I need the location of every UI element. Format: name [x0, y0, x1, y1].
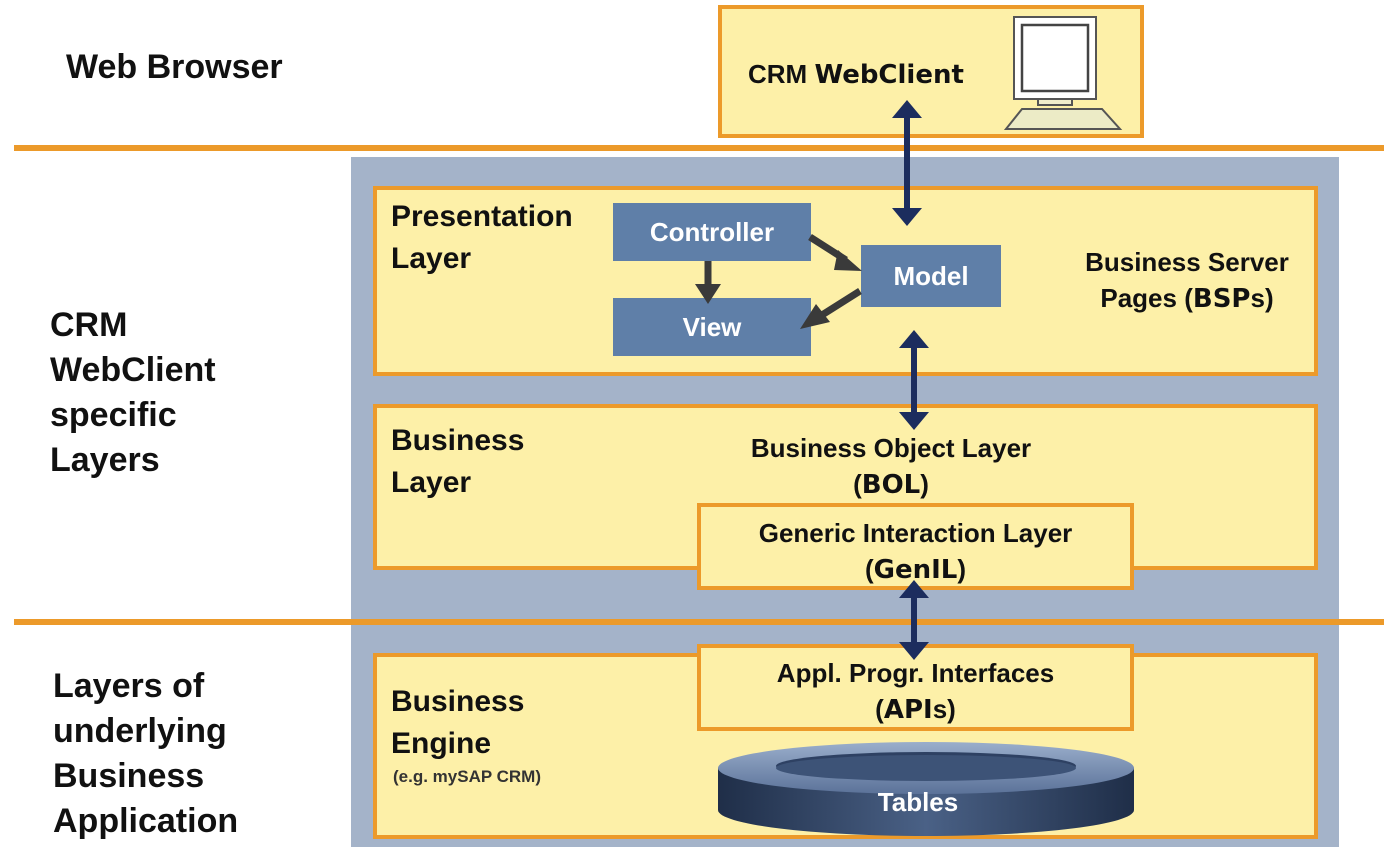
- title-line: Business: [391, 424, 525, 457]
- bol-line1: Business Object Layer: [750, 433, 1032, 463]
- underlying-layers-line: underlying: [53, 712, 227, 750]
- bol-close: ): [920, 469, 929, 499]
- bol-line2: (BOL): [711, 466, 1071, 503]
- webclient-box: CRM WebClient: [718, 5, 1144, 138]
- api-label: Appl. Progr. Interfaces (APIs): [701, 655, 1130, 728]
- api-box: Appl. Progr. Interfaces (APIs): [697, 644, 1134, 731]
- genil-line1: Generic Interaction Layer: [758, 518, 1073, 548]
- web-browser-label: Web Browser: [66, 48, 283, 86]
- api-line2: (APIs): [701, 691, 1130, 728]
- genil-box: Generic Interaction Layer (GenIL): [697, 503, 1134, 590]
- bol-open: (: [853, 469, 862, 499]
- genil-line2: (GenIL): [701, 551, 1130, 588]
- underlying-layers-label: Layers of underlying Business Applicatio…: [53, 664, 238, 844]
- underlying-layers-line: Layers of: [53, 667, 205, 705]
- bol-label: Business Object Layer (BOL): [711, 430, 1071, 503]
- controller-box: Controller: [613, 203, 811, 261]
- genil-open: (: [864, 554, 874, 584]
- bol-bold: BOL: [861, 470, 921, 500]
- tables-disc: [718, 742, 1134, 836]
- double-arrow-model-bol: [899, 330, 929, 430]
- double-arrow-genil-api: [899, 580, 929, 660]
- api-close: s): [932, 694, 956, 724]
- separator-bottom: [14, 619, 1384, 625]
- bsp-prefix: Pages (: [1100, 283, 1193, 313]
- bsp-line1: Business Server: [1085, 247, 1289, 277]
- bsp-suffix: s): [1250, 283, 1274, 313]
- tables-label: Tables: [877, 787, 959, 817]
- webclient-text: CRM WebClient: [748, 59, 964, 90]
- webclient-prefix: CRM: [748, 59, 815, 89]
- double-arrow-webclient-model: [892, 100, 922, 226]
- bsp-line2: Pages (BSPs): [1057, 280, 1317, 317]
- engine-subtitle: (e.g. mySAP CRM): [393, 767, 541, 786]
- crm-layers-line: WebClient: [50, 351, 216, 389]
- title-line: Business: [391, 685, 525, 718]
- business-layer-title: Business Layer: [391, 420, 524, 504]
- computer-icon: [1004, 16, 1123, 130]
- underlying-layers-line: Business: [53, 757, 205, 795]
- title-line: Presentation: [391, 200, 573, 233]
- arrow-controller-model: [808, 234, 862, 271]
- presentation-layer-title: Presentation Layer: [391, 196, 573, 280]
- separator-top: [14, 145, 1384, 151]
- crm-layers-line: Layers: [50, 441, 160, 479]
- underlying-layers-line: Application: [53, 802, 239, 840]
- genil-close: ): [957, 554, 967, 584]
- genil-label: Generic Interaction Layer (GenIL): [701, 515, 1130, 588]
- api-bold: API: [883, 695, 933, 725]
- webclient-bold: WebClient: [814, 60, 964, 90]
- title-line: Layer: [391, 242, 472, 275]
- title-line: Engine: [391, 727, 492, 760]
- genil-bold: GenIL: [873, 555, 958, 585]
- presentation-layer-box: Presentation Layer Business Server Pages…: [373, 186, 1318, 376]
- bsp-bold: BSP: [1192, 284, 1251, 314]
- api-line1: Appl. Progr. Interfaces: [776, 658, 1055, 688]
- crm-layers-line: specific: [50, 396, 177, 434]
- business-engine-title: Business Engine: [391, 681, 524, 765]
- title-line: Layer: [391, 466, 472, 499]
- crm-layers-line: CRM: [50, 306, 128, 344]
- crm-webclient-layers-label: CRM WebClient specific Layers: [50, 303, 216, 483]
- view-box: View: [613, 298, 811, 356]
- bsp-label: Business Server Pages (BSPs): [1057, 244, 1317, 317]
- arrow-model-view: [800, 288, 862, 329]
- model-box: Model: [861, 245, 1001, 307]
- api-open: (: [875, 694, 884, 724]
- arrow-controller-view: [695, 261, 721, 304]
